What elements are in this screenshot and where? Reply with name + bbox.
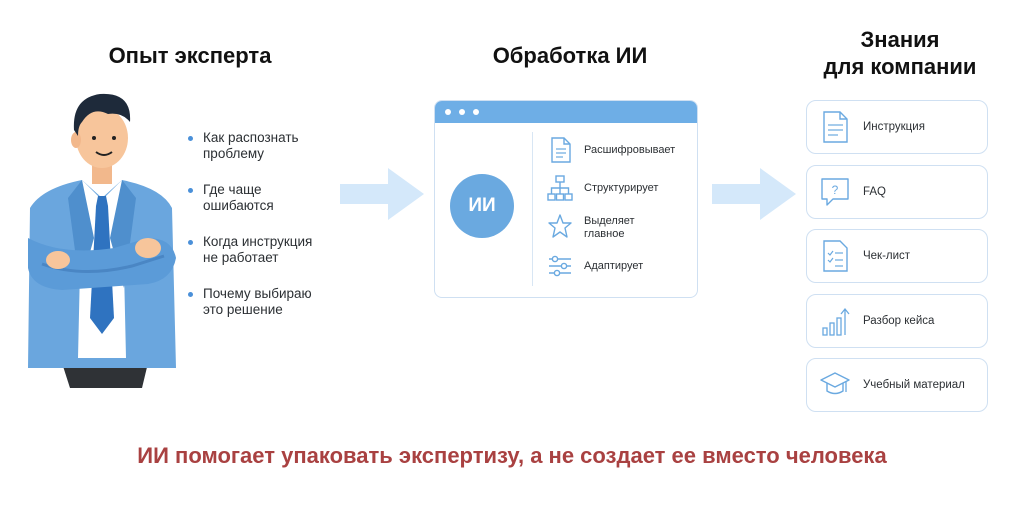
card-label: FAQ (863, 185, 887, 198)
list-item: Где чаще ошибаются (188, 182, 348, 214)
ai-step-decode: Расшифровывает (546, 136, 696, 164)
step-label: Расшифровывает (584, 143, 676, 156)
right-arrow-icon (712, 168, 796, 220)
sliders-icon (549, 255, 571, 277)
step-label: Адаптирует (584, 259, 644, 272)
knowledge-title-line1: Знания (860, 27, 940, 52)
knowledge-title-line2: для компании (823, 54, 977, 79)
expert-illustration (28, 93, 176, 388)
star-icon (548, 214, 572, 238)
knowledge-column-title: Знания для компании (800, 26, 1000, 80)
ai-column-title: Обработка ИИ (492, 43, 648, 68)
right-arrow-icon (340, 168, 424, 220)
window-dot (473, 109, 479, 115)
card-label: Чек-лист (863, 249, 911, 262)
hierarchy-icon (547, 175, 573, 201)
ai-step-structure: Структурирует (546, 174, 696, 202)
bullet-dot (188, 136, 193, 141)
tagline: ИИ помогает упаковать экспертизу, а не с… (137, 443, 887, 468)
bullet-dot (188, 188, 193, 193)
list-item: Почему выбираю это решение (188, 286, 348, 318)
card-label: Разбор кейса (863, 314, 935, 327)
output-card-training-material: Учебный материал (806, 358, 988, 412)
expert-bullet-list: Как распознать проблему Где чаще ошибают… (188, 130, 348, 338)
list-item: Как распознать проблему (188, 130, 348, 162)
output-card-checklist: Чек-лист (806, 229, 988, 283)
bullet-dot (188, 240, 193, 245)
output-card-case-study: Разбор кейса (806, 294, 988, 348)
output-card-instruction: Инструкция (806, 100, 988, 154)
ai-badge: ИИ (450, 174, 514, 238)
document-icon (551, 137, 571, 163)
window-dot (459, 109, 465, 115)
bullet-dot (188, 292, 193, 297)
question-bubble-icon: ? (821, 178, 849, 206)
svg-text:?: ? (832, 183, 839, 197)
growth-chart-icon (822, 307, 850, 336)
card-label: Инструкция (863, 120, 925, 133)
card-label: Учебный материал (863, 378, 965, 391)
ai-step-highlight: Выделяет главное (546, 212, 696, 244)
step-label: Выделяет главное (584, 215, 635, 240)
window-dot (445, 109, 451, 115)
ai-step-adapt: Адаптирует (546, 252, 696, 280)
checklist-icon (823, 240, 848, 272)
window-title-bar (435, 101, 697, 123)
output-card-faq: ? FAQ (806, 165, 988, 219)
step-label: Структурирует (584, 181, 659, 194)
divider (532, 132, 533, 286)
expert-column-title: Опыт эксперта (108, 43, 272, 68)
graduation-cap-icon (820, 372, 850, 395)
document-icon (823, 111, 848, 143)
list-item: Когда инструкция не работает (188, 234, 348, 266)
